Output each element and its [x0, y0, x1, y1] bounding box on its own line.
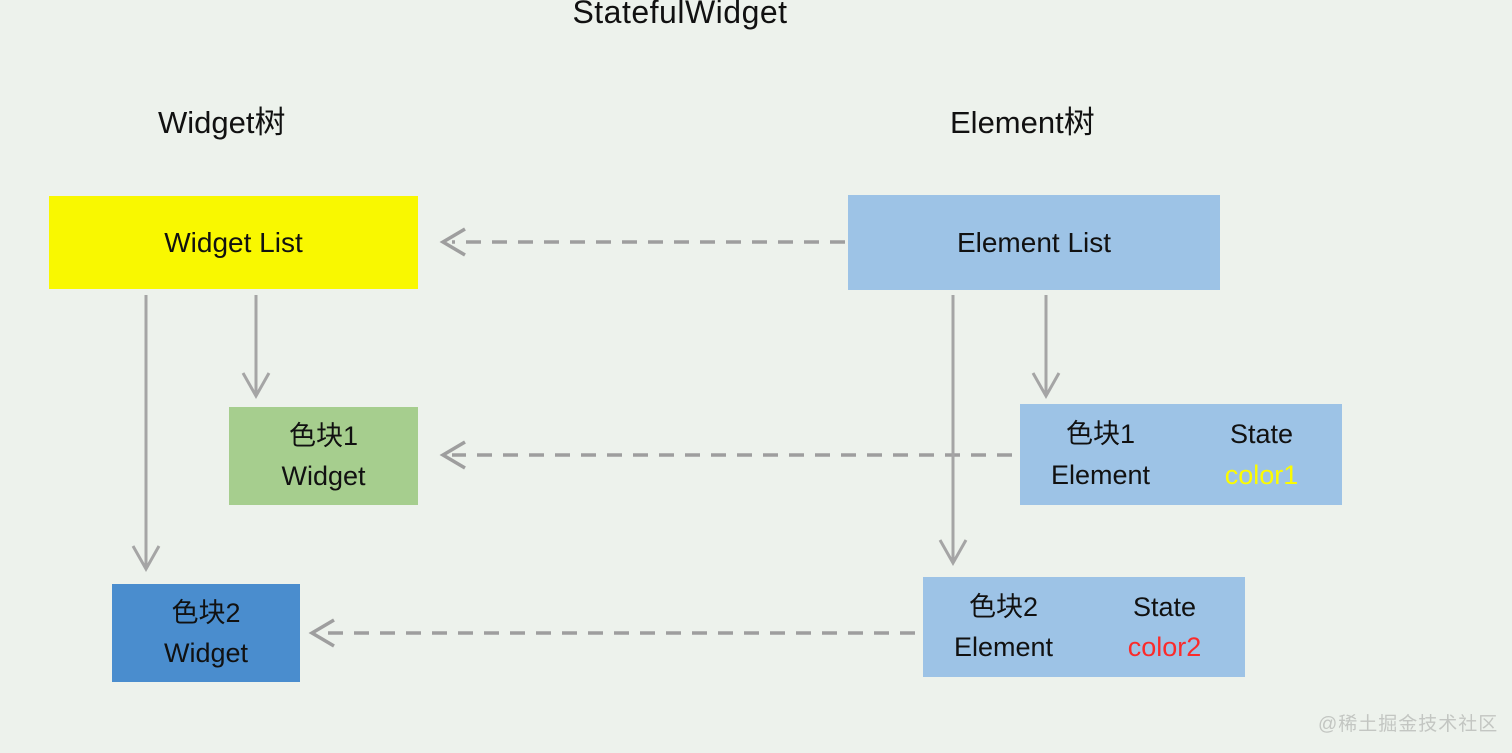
arrow-element-list-to-widget-list — [439, 227, 845, 257]
block2-element-name-line2: Element — [953, 632, 1054, 662]
element-list-box: Element List — [848, 195, 1220, 290]
block1-element-state-value: color1 — [1224, 459, 1299, 490]
block1-widget-line1: 色块1 — [288, 420, 358, 451]
arrow-element-list-to-block2-element — [938, 295, 968, 567]
element-tree-header: Element树 — [950, 105, 1095, 140]
arrow-element-list-to-block1-element — [1031, 295, 1061, 400]
block2-widget-box: 色块2 Widget — [112, 584, 300, 682]
arrow-widget-list-to-block2-widget — [131, 295, 161, 573]
block1-widget-label: 色块1 Widget — [281, 416, 365, 497]
block2-element-name-line1: 色块2 — [968, 591, 1039, 622]
block2-element-name: 色块2 Element — [923, 587, 1084, 668]
block1-element-state-label: State — [1229, 419, 1294, 449]
element-list-label: Element List — [956, 226, 1112, 258]
arrow-block2-element-to-block2-widget — [308, 618, 915, 648]
block2-widget-line2: Widget — [163, 638, 249, 668]
widget-list-label: Widget List — [164, 226, 303, 258]
block1-widget-box: 色块1 Widget — [229, 407, 418, 505]
diagram-title: StatefulWidget — [572, 0, 788, 30]
block1-element-name-line2: Element — [1050, 459, 1151, 490]
block2-widget-line1: 色块2 — [171, 597, 241, 628]
arrow-block1-element-to-block1-widget — [439, 440, 1012, 470]
block2-element-state-value: color2 — [1127, 632, 1202, 662]
block1-widget-line2: Widget — [281, 461, 366, 491]
block1-element-name-line1: 色块1 — [1065, 419, 1136, 449]
block2-element-state-label: State — [1132, 591, 1197, 622]
block2-widget-label: 色块2 Widget — [164, 593, 248, 674]
widget-list-box: Widget List — [49, 196, 418, 289]
watermark: @稀土掘金技术社区 — [1318, 714, 1499, 735]
block1-element-box: 色块1 Element State color1 — [1020, 404, 1342, 505]
block2-element-box: 色块2 Element State color2 — [923, 577, 1245, 677]
block1-element-state: State color1 — [1181, 414, 1342, 495]
block2-element-state: State color2 — [1084, 587, 1245, 668]
widget-tree-header: Widget树 — [158, 105, 286, 140]
arrow-widget-list-to-block1-widget — [241, 295, 271, 400]
block1-element-name: 色块1 Element — [1020, 414, 1181, 495]
